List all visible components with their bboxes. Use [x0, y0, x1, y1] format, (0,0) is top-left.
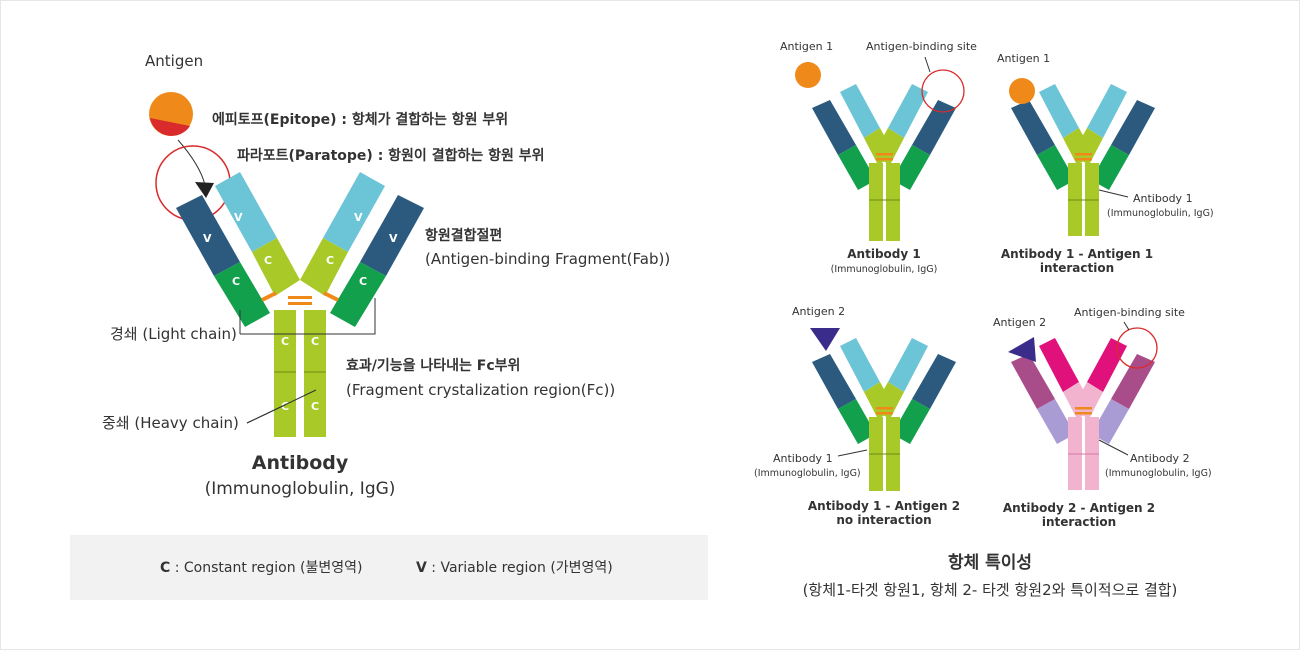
- p4-ab-sub: (Immunoglobulin, IgG): [1105, 468, 1212, 479]
- p2-caption-2: interaction: [1040, 261, 1114, 275]
- paratope-label: 파라포트(Paratope) : 항원이 결합하는 항원 부위: [237, 147, 544, 164]
- antibody-panel-4: [1008, 327, 1158, 490]
- svg-text:C: C: [281, 335, 289, 348]
- antibody-sub: (Immunoglobulin, IgG): [205, 479, 396, 499]
- heavy-chain-label: 중쇄 (Heavy chain): [102, 414, 239, 432]
- p2-ab-sub: (Immunoglobulin, IgG): [1107, 208, 1214, 219]
- p4-site-label: Antigen-binding site: [1074, 306, 1185, 319]
- svg-text:C: C: [264, 254, 272, 267]
- fc-sub: (Fragment crystalization region(Fc)): [346, 381, 615, 399]
- p4-caption-2: interaction: [1042, 515, 1116, 529]
- epitope-mark: [150, 118, 190, 136]
- p4-caption-1: Antibody 2 - Antigen 2: [1003, 501, 1155, 515]
- epitope-label: 에피토프(Epitope) : 항체가 결합하는 항원 부위: [212, 111, 508, 128]
- antibody-title: Antibody: [252, 452, 349, 474]
- arrow-head: [195, 182, 214, 198]
- fab-sub: (Antigen-binding Fragment(Fab)): [425, 250, 670, 268]
- svg-text:V: V: [354, 211, 363, 224]
- antibody-panel-1: [795, 62, 965, 241]
- fc-title: 효과/기능을 나타내는 Fc부위: [346, 358, 520, 374]
- p1-ab-label: Antibody 1: [847, 247, 920, 261]
- p3-caption-1: Antibody 1 - Antigen 2: [808, 499, 960, 513]
- specificity-title: 항체 특이성: [948, 552, 1032, 573]
- p4-ab-label: Antibody 2: [1130, 452, 1190, 465]
- svg-text:C: C: [311, 400, 319, 413]
- heavy-chain-line-b: [246, 389, 317, 424]
- svg-text:V: V: [234, 211, 243, 224]
- antibody-large: [176, 172, 424, 437]
- binding-arrow: [177, 139, 206, 186]
- svg-text:C: C: [281, 400, 289, 413]
- legend-variable: V : Variable region (가변영역): [416, 560, 613, 576]
- p3-caption-2: no interaction: [836, 513, 931, 527]
- p2-antigen-label: Antigen 1: [997, 52, 1050, 65]
- p2-caption-1: Antibody 1 - Antigen 1: [1001, 247, 1153, 261]
- svg-text:C: C: [311, 335, 319, 348]
- p4-antigen-label: Antigen 2: [993, 316, 1046, 329]
- p1-antigen-label: Antigen 1: [780, 40, 833, 53]
- p3-ab-label: Antibody 1: [773, 452, 833, 465]
- p3-ab-sub: (Immunoglobulin, IgG): [754, 468, 861, 479]
- antibody-panel-3: [810, 328, 956, 491]
- svg-text:V: V: [389, 232, 398, 245]
- domain-letters: V V V V C C C C C C C C: [203, 211, 398, 413]
- legend-constant: C : Constant region (불변영역): [160, 560, 362, 576]
- fab-title: 항원결합절편: [425, 227, 502, 244]
- specificity-subtitle: (항체1-타겟 항원1, 항체 2- 타겟 항원2와 특이적으로 결합): [803, 581, 1178, 599]
- svg-text:C: C: [359, 275, 367, 288]
- p1-ab-sub: (Immunoglobulin, IgG): [831, 264, 938, 275]
- light-chain-label: 경쇄 (Light chain): [110, 325, 237, 343]
- p1-site-label: Antigen-binding site: [866, 40, 977, 53]
- svg-text:C: C: [232, 275, 240, 288]
- p3-antigen-label: Antigen 2: [792, 305, 845, 318]
- light-chain-line: [240, 298, 376, 335]
- svg-text:V: V: [203, 232, 212, 245]
- svg-text:C: C: [326, 254, 334, 267]
- legend-box: [70, 535, 708, 600]
- p2-ab-label: Antibody 1: [1133, 192, 1193, 205]
- antigen-label: Antigen: [145, 52, 203, 70]
- antibody-panel-2: [1009, 78, 1155, 236]
